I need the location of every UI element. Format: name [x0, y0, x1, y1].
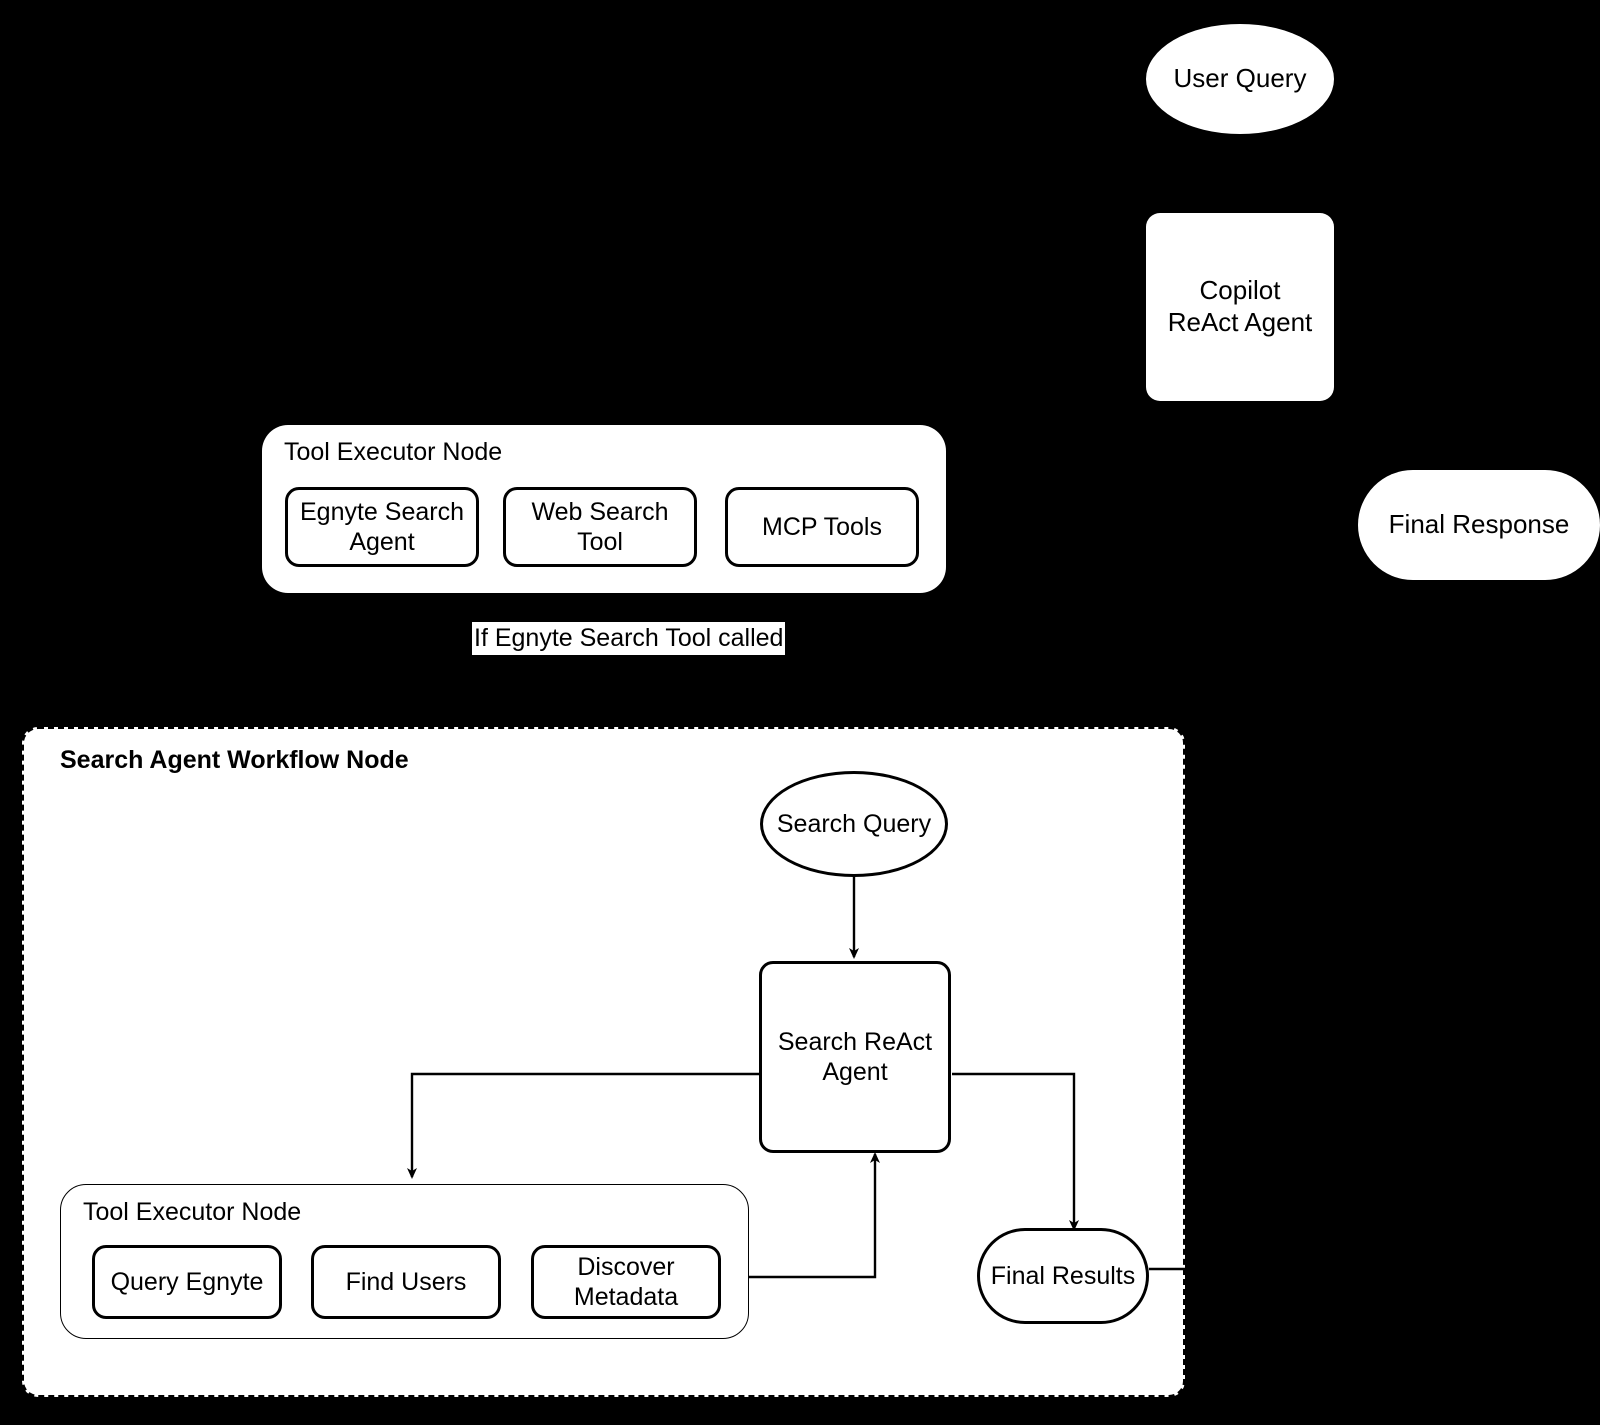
tool-query-egnyte[interactable]: Query Egnyte	[92, 1245, 282, 1319]
node-final-response-label: Final Response	[1388, 509, 1570, 540]
node-user-query[interactable]: User Query	[1146, 24, 1334, 134]
node-final-results[interactable]: Final Results	[977, 1228, 1149, 1324]
tool-find-users[interactable]: Find Users	[311, 1245, 501, 1319]
node-search-react-agent[interactable]: Search ReAct Agent	[759, 961, 951, 1153]
tool-discover-metadata-label: Discover Metadata	[573, 1252, 679, 1312]
node-copilot-react-agent[interactable]: Copilot ReAct Agent	[1146, 213, 1334, 401]
edge-label-if-egnyte-search-tool-called: If Egnyte Search Tool called	[472, 622, 786, 655]
outer-tool-executor-container: Tool Executor Node Egnyte Search Agent W…	[262, 425, 946, 593]
tool-find-users-label: Find Users	[345, 1267, 467, 1296]
tool-discover-metadata[interactable]: Discover Metadata	[531, 1245, 721, 1319]
connector-toolexecutor-to-agent	[749, 1152, 880, 1279]
tool-mcp-tools[interactable]: MCP Tools	[725, 487, 919, 567]
connector-agent-to-finalresults	[952, 1072, 1079, 1231]
tool-egnyte-search-agent[interactable]: Egnyte Search Agent	[285, 487, 479, 567]
tool-egnyte-search-agent-label: Egnyte Search Agent	[300, 497, 464, 557]
connector-agent-to-toolexecutor	[407, 1072, 759, 1179]
tool-web-search-tool-label: Web Search Tool	[531, 497, 669, 557]
search-agent-workflow-title: Search Agent Workflow Node	[60, 746, 409, 774]
tool-mcp-tools-label: MCP Tools	[762, 512, 882, 541]
node-search-query[interactable]: Search Query	[760, 771, 948, 877]
node-user-query-label: User Query	[1173, 63, 1307, 94]
node-final-results-label: Final Results	[990, 1261, 1136, 1290]
tool-query-egnyte-label: Query Egnyte	[110, 1267, 264, 1296]
inner-tool-executor-title: Tool Executor Node	[83, 1198, 302, 1226]
outer-tool-executor-title: Tool Executor Node	[284, 438, 503, 466]
node-search-query-label: Search Query	[776, 809, 932, 838]
node-final-response[interactable]: Final Response	[1358, 470, 1600, 580]
inner-tool-executor-container: Tool Executor Node Query Egnyte Find Use…	[60, 1184, 749, 1339]
node-copilot-react-agent-label: Copilot ReAct Agent	[1167, 275, 1313, 337]
search-agent-workflow-container: Search Agent Workflow Node Search Query	[22, 727, 1187, 1397]
tool-web-search-tool[interactable]: Web Search Tool	[503, 487, 697, 567]
node-search-react-agent-label: Search ReAct Agent	[777, 1027, 933, 1087]
